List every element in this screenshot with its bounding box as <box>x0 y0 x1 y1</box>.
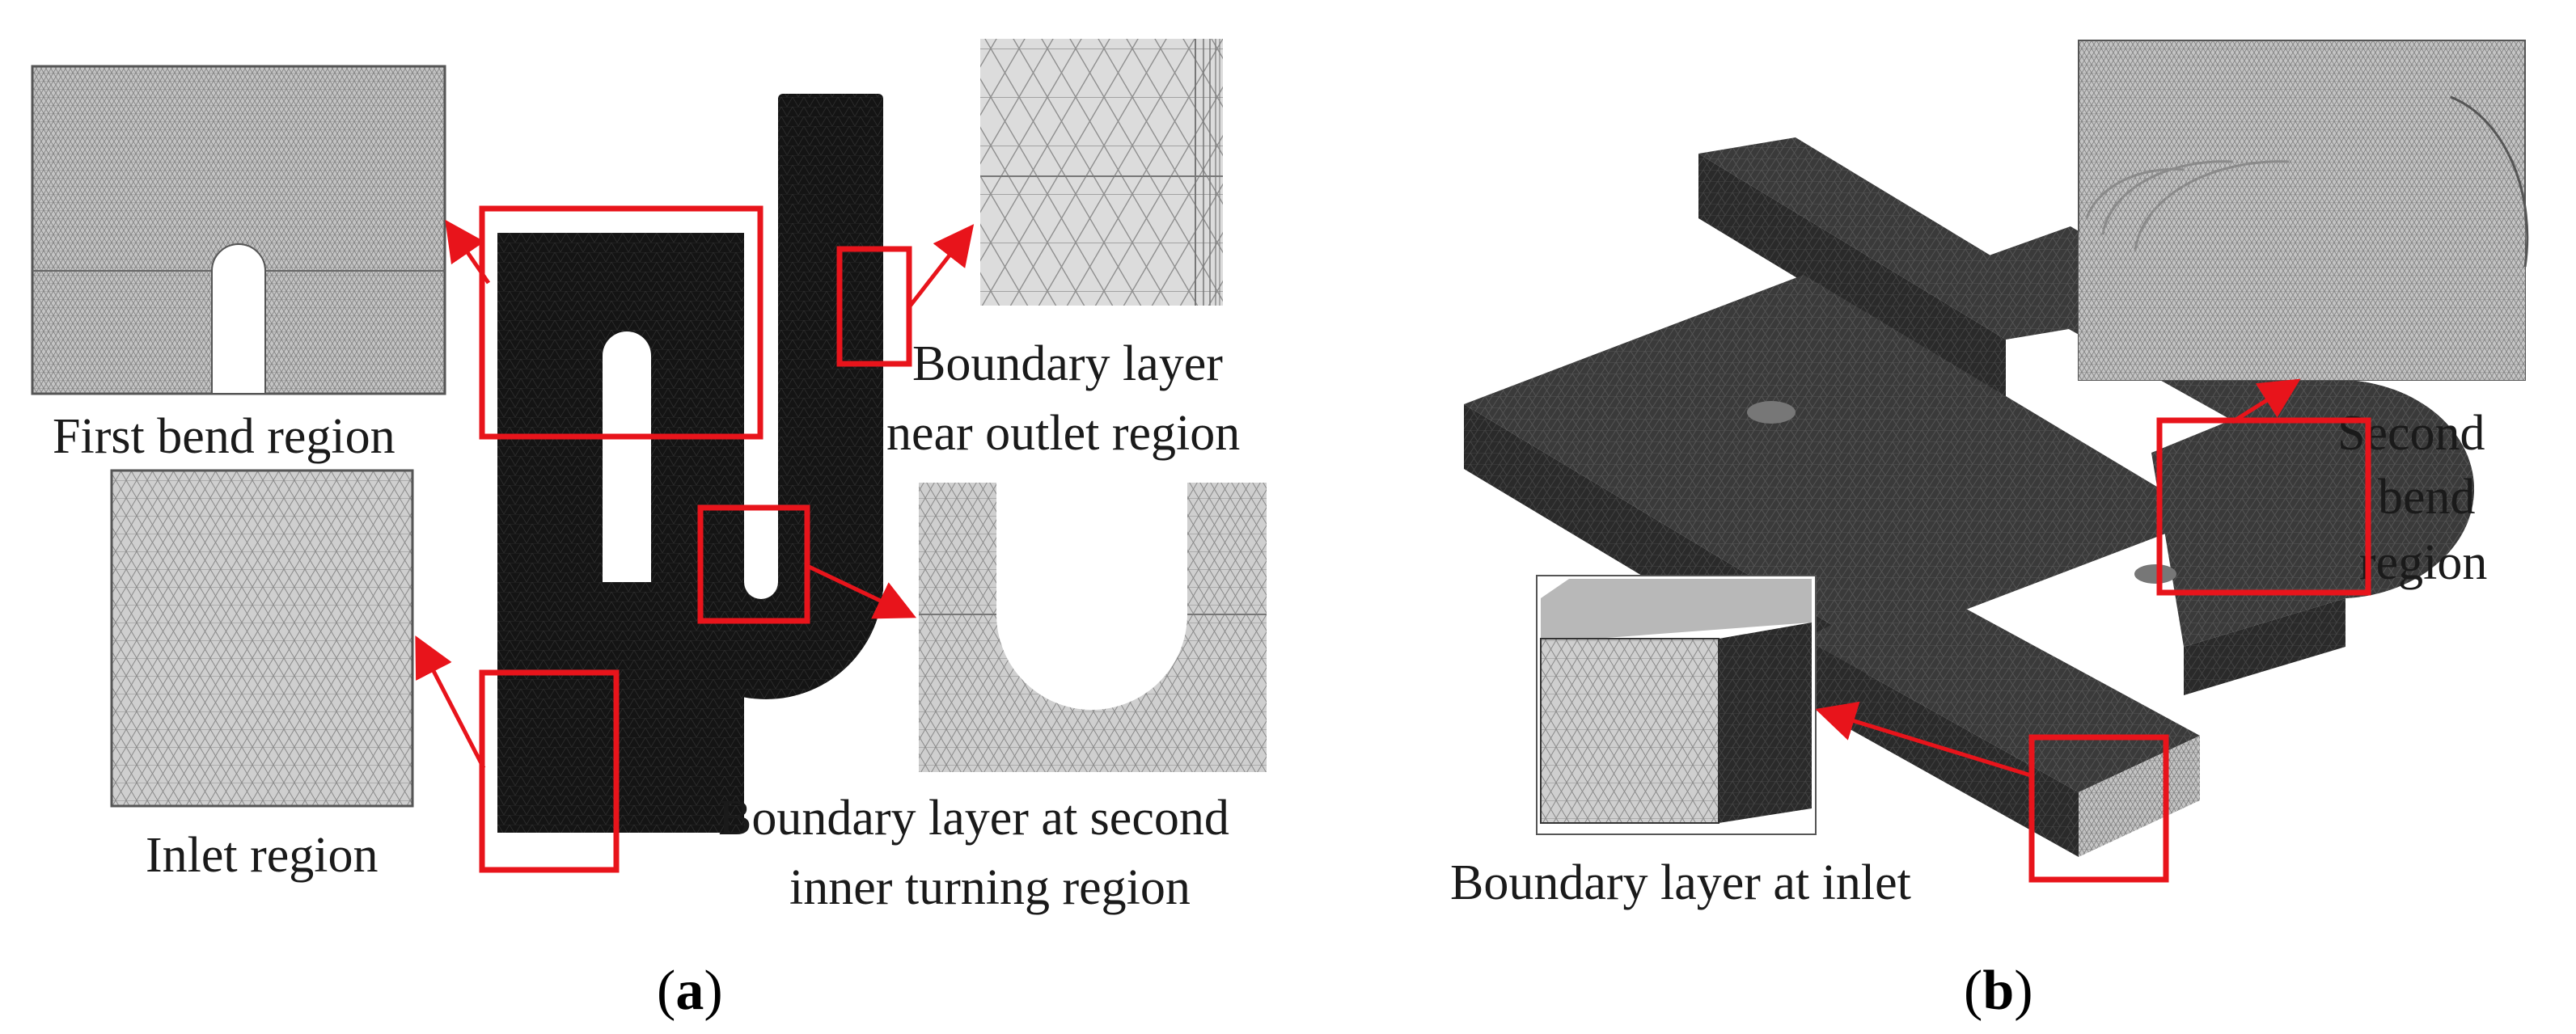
label-turning-line1: Boundary layer at second <box>718 791 1229 846</box>
highlight-inlet-bl <box>2028 734 2169 883</box>
label-turning-line2: inner turning region <box>789 860 1191 915</box>
label-first-bend: First bend region <box>53 409 395 464</box>
caption-a-letter: a <box>675 960 704 1022</box>
arrow-second-bend <box>2231 378 2301 424</box>
label-second-bend-line2: bend <box>2378 470 2476 525</box>
arrow-second-turn <box>806 563 917 619</box>
highlight-second-bend <box>2156 417 2371 596</box>
label-inlet-bl: Boundary layer at inlet <box>1450 855 1911 910</box>
caption-a-open: ( <box>657 960 675 1022</box>
label-outlet-line1: Boundary layer <box>912 336 1223 391</box>
arrow-inlet <box>415 635 486 770</box>
highlight-inlet <box>479 669 620 873</box>
arrow-first-bend <box>445 219 491 285</box>
caption-b-close: ) <box>2014 960 2032 1022</box>
arrow-inlet-bl <box>1815 701 2034 779</box>
inset-second-bend <box>2078 40 2529 381</box>
label-outlet-line2: near outlet region <box>886 406 1240 461</box>
inset-first-bend <box>31 65 446 395</box>
caption-a-close: ) <box>704 960 722 1022</box>
label-second-bend-line1: Second <box>2337 406 2485 461</box>
label-second-bend-line3: region <box>2359 535 2487 590</box>
highlight-second-turn <box>697 504 810 624</box>
caption-b: (b) <box>1964 960 2033 1022</box>
arrow-outlet <box>907 224 975 309</box>
inset-inlet-bl <box>1536 575 1817 835</box>
caption-b-open: ( <box>1964 960 1982 1022</box>
caption-a: (a) <box>657 960 723 1022</box>
channel-2d-mesh <box>497 94 883 833</box>
inset-second-turn <box>919 483 1267 772</box>
caption-b-letter: b <box>1982 960 2014 1022</box>
inset-inlet <box>110 469 414 808</box>
inset-outlet <box>980 39 1223 306</box>
label-inlet: Inlet region <box>146 828 379 883</box>
highlight-first-bend <box>479 205 763 440</box>
